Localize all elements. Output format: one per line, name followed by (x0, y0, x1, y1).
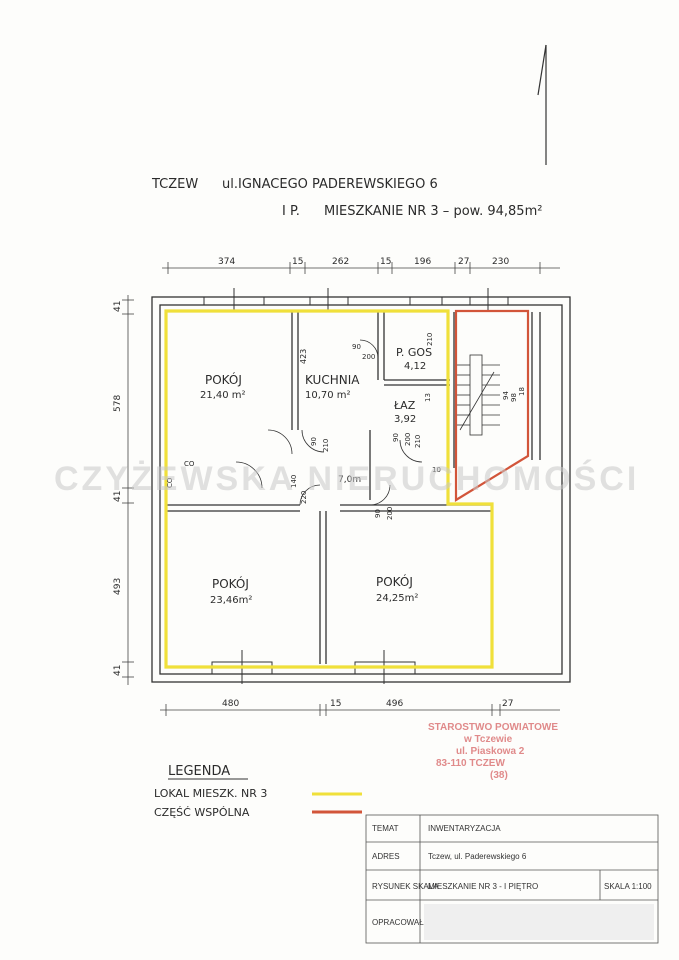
tb-label: TEMAT (372, 824, 399, 833)
dim-top-1: 374 (218, 257, 235, 267)
dim-left-1: 41 (113, 301, 123, 312)
dim-bottom-1: 480 (222, 699, 239, 709)
door-mark: 210 (322, 439, 330, 452)
header-unit: MIESZKANIE NR 3 – pow. 94,85m² (324, 204, 542, 219)
dim-top-4: 15 (380, 257, 391, 267)
dim-top-2: 15 (292, 257, 303, 267)
door-mark: 210 (414, 435, 422, 448)
hall-area: 7,0m (338, 475, 361, 485)
room-name-1: POKÓJ (205, 372, 242, 387)
dim-left-4: 493 (113, 578, 123, 595)
dim-top-3: 262 (332, 257, 349, 267)
door-mark: 90 (352, 343, 361, 351)
room-name-5: POKÓJ (212, 576, 249, 591)
north-arrow-icon (537, 44, 547, 165)
stamp-line: ul. Piaskowa 2 (456, 746, 525, 757)
tb-label: RYSUNEK SKALA (372, 882, 439, 891)
door-mark: 90 (392, 433, 400, 442)
stamp-line: w Tczewie (463, 734, 513, 745)
room-area-2: 10,70 m² (305, 390, 351, 401)
tb-value: Tczew, ul. Paderewskiego 6 (428, 852, 527, 861)
signature-area (424, 904, 654, 940)
dim-left-5: 41 (113, 665, 123, 676)
apartment-outline (164, 309, 494, 669)
stair-mark: 94 (502, 391, 510, 400)
room-name-4: ŁAZ (393, 399, 416, 412)
door-mark: CO (184, 460, 195, 468)
tb-scale: SKALA 1:100 (604, 882, 652, 891)
header-floor: I P. (282, 204, 300, 219)
stamp-line: (38) (490, 770, 508, 781)
tb-value: INWENTARYZACJA (428, 824, 501, 833)
door-mark: 200 (386, 507, 394, 520)
door-mark: 13 (424, 393, 432, 402)
room-name-3: P. GOS (396, 346, 432, 359)
header-city: TCZEW (151, 177, 198, 192)
room-area-6: 24,25m² (376, 593, 418, 604)
dim-bottom-2: 15 (330, 699, 341, 709)
room-area-4: 3,92 (394, 414, 416, 425)
door-mark: 423 (299, 349, 308, 364)
room-area-1: 21,40 m² (200, 390, 246, 401)
door-mark: 200 (404, 433, 412, 446)
door-mark: 90 (374, 509, 382, 518)
staircase (456, 354, 500, 436)
dim-left-2: 578 (113, 395, 123, 412)
legend-title: LEGENDA (168, 764, 230, 779)
stair-mark: 18 (518, 387, 526, 396)
official-stamp: STAROSTWO POWIATOWE w Tczewie ul. Piasko… (428, 722, 558, 781)
door-mark: CO (166, 477, 174, 488)
tb-label: OPRACOWAŁ (372, 918, 424, 927)
door-swings (235, 339, 423, 506)
door-mark: 10 (432, 466, 441, 474)
room-area-5: 23,46m² (210, 595, 252, 606)
dim-left-3: 41 (113, 491, 123, 502)
common-area-outline (454, 309, 530, 502)
dim-top-6: 27 (458, 257, 469, 267)
room-name-6: POKÓJ (376, 574, 413, 589)
bottom-dimension-line (160, 704, 560, 716)
legend-item-apartment: LOKAL MIESZK. NR 3 (154, 787, 267, 800)
door-mark: 220 (300, 491, 308, 504)
room-name-2: KUCHNIA (305, 373, 360, 387)
dim-top-5: 196 (414, 257, 431, 267)
top-dimension-line (162, 262, 560, 274)
door-mark: 140 (290, 475, 298, 488)
left-dimension-line (122, 295, 134, 685)
tb-value: MIESZKANIE NR 3 - I PIĘTRO (428, 882, 538, 891)
door-mark: 200 (362, 353, 375, 361)
door-mark: 90 (310, 437, 318, 446)
title-block (365, 814, 659, 944)
door-mark: 210 (426, 333, 434, 346)
tb-label: ADRES (372, 852, 400, 861)
stamp-line: STAROSTWO POWIATOWE (428, 722, 558, 733)
header-street: ul.IGNACEGO PADEREWSKIEGO 6 (222, 177, 438, 192)
watermark: CZYŻEWSKA NIERUCHOMOŚCI (54, 460, 639, 498)
legend-item-common: CZĘŚĆ WSPÓLNA (154, 806, 250, 819)
stair-mark: 98 (510, 393, 518, 402)
dim-bottom-4: 27 (502, 699, 513, 709)
stamp-line: 83-110 TCZEW (436, 758, 505, 769)
dim-top-7: 230 (492, 257, 509, 267)
room-area-3: 4,12 (404, 361, 426, 372)
dim-bottom-3: 496 (386, 699, 403, 709)
